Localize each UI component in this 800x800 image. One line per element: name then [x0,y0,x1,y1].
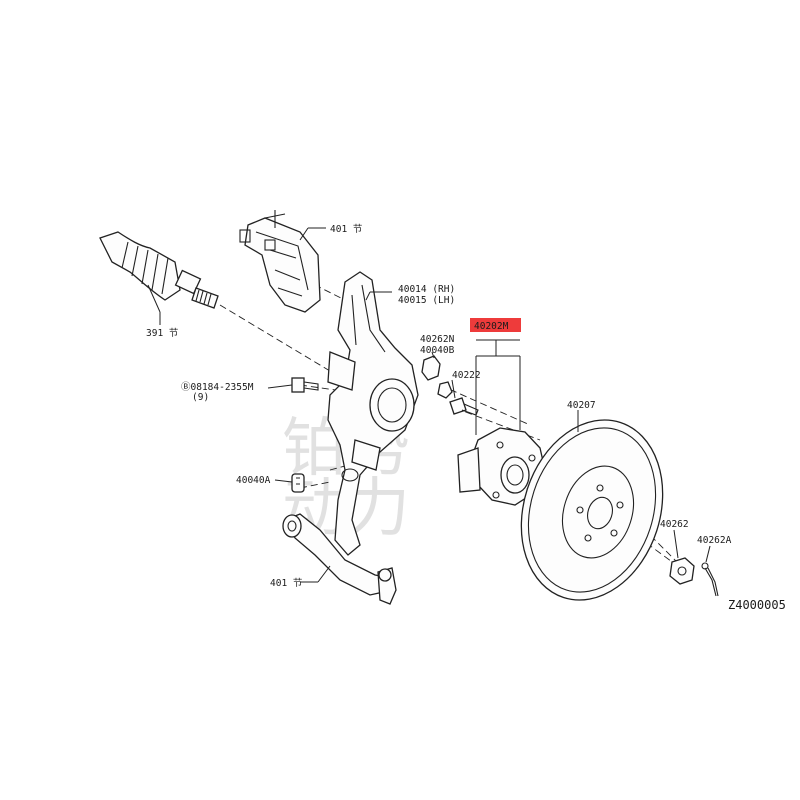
cotter-pin [701,562,719,597]
label-knuckle-rh: 40014 (RH) [398,284,455,295]
hub-bolt [449,397,479,416]
label-hub-bolt: 40222 [452,370,481,381]
diagram-reference: Z4000005 [728,598,786,612]
leader-lines [147,227,711,583]
label-knuckle-lh: 40015 (LH) [398,295,455,306]
label-rotor: 40207 [567,400,596,411]
part-labels: 401 节 391 节 40014 (RH) 40015 (LH) 40202M… [146,224,786,612]
label-bolt-top: 40040B [420,345,455,356]
side-bolt [291,377,319,393]
lower-arm [282,513,397,605]
upper-bracket [239,210,321,313]
label-bracket-top: 401 节 [330,224,362,235]
label-bolt-side: Ⓑ08184-2355M [181,382,254,393]
highlight-box [470,318,521,332]
label-bolt-side-qty: (9) [192,392,209,403]
steering-knuckle [327,271,419,556]
label-bolt-lower: 40040A [236,475,271,486]
brake-rotor [520,419,664,601]
hub-nut [669,557,695,585]
hub-assembly [457,427,546,506]
label-lower-arm: 401 节 [270,578,302,589]
drive-shaft [99,231,219,309]
lower-bolt [291,473,305,493]
top-nut [421,355,453,399]
label-hub-nut: 40262 [660,519,689,530]
label-cotter-pin: 40262A [697,535,732,546]
label-hub-assembly: 40202M [474,321,509,332]
label-drive-shaft: 391 节 [146,328,178,339]
label-nut-top: 40262N [420,334,455,345]
